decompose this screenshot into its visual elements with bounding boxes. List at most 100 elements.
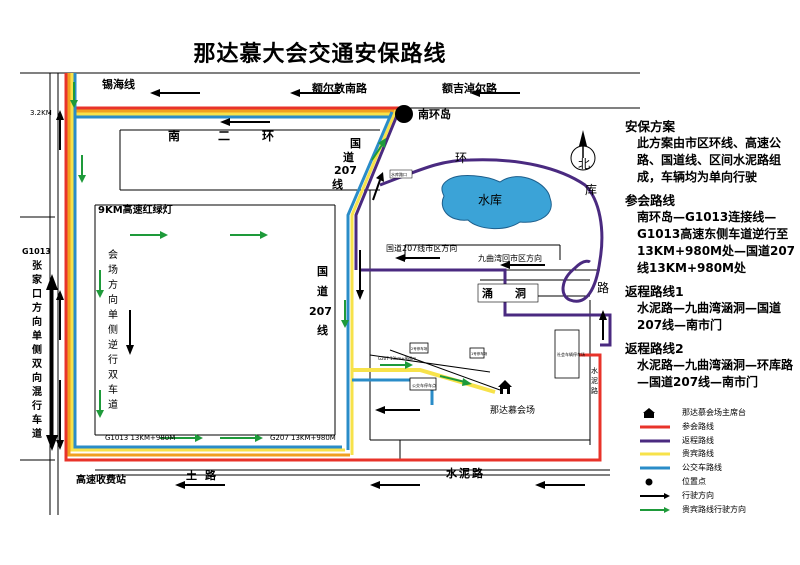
label-shuini-vertical: 水 泥 路 — [591, 366, 598, 395]
label-hongludeng: 9KM高速红绿灯 — [98, 203, 173, 216]
svg-text:单: 单 — [108, 309, 118, 321]
label-parking-1: 1号停车场 — [471, 351, 488, 356]
legend-item: 返程路线 — [640, 434, 800, 448]
purple-line-icon — [640, 439, 670, 443]
svg-text:口: 口 — [32, 289, 42, 300]
bus-route-blue — [73, 222, 342, 449]
label-gaosu-shoufei: 高速收费站 — [76, 473, 126, 486]
label-shuiku: 水库 — [478, 192, 502, 207]
vip-route-yellow-venue — [352, 368, 496, 394]
label-nan: 南 — [168, 128, 180, 143]
legend-item: 贵宾路线行驶方向 — [640, 503, 800, 517]
svg-text:线: 线 — [317, 323, 328, 337]
svg-text:家: 家 — [32, 273, 43, 286]
svg-text:侧: 侧 — [32, 343, 42, 356]
plan-heading-1: 安保方案 — [625, 119, 676, 134]
svg-text:混: 混 — [32, 385, 42, 398]
svg-text:双: 双 — [108, 369, 118, 381]
svg-text:泥: 泥 — [591, 377, 598, 385]
label-venue-vertical: 会 场 方 向 单 侧 逆 行 双 车 道 — [108, 248, 118, 411]
map-legend: 那达慕会场主席台 参会路线 返程路线 贵宾路线 公交车路线 位置点 行驶方向 贵… — [640, 406, 800, 516]
label-tu-lu: 土路 — [186, 468, 224, 482]
label-huan-ring: 环 — [455, 151, 467, 165]
plan-heading-2: 参会路线 — [625, 193, 676, 208]
map-labels: 锡海线 额尔敦南路 额吉淖尔路 南环岛 3.2KM 南 二 环 环 北 库 路 … — [22, 77, 609, 486]
label-ejizhuoer: 额吉淖尔路 — [442, 81, 498, 95]
svg-text:场: 场 — [108, 263, 118, 276]
label-venue: 那达慕会场 — [490, 404, 535, 416]
svg-text:侧: 侧 — [108, 323, 118, 336]
label-jiuquwan-fangxiang: 九曲湾回市区方向 — [478, 253, 542, 263]
plan-text-4: 水泥路—九曲湾涵洞—环库路—国道207线—南市门 — [637, 358, 794, 389]
yellow-line-icon — [640, 452, 670, 456]
route-bundle-207 — [346, 107, 402, 455]
svg-text:行: 行 — [108, 353, 118, 366]
svg-text:207: 207 — [334, 164, 357, 177]
svg-text:国: 国 — [350, 137, 361, 150]
blue-line-icon — [640, 466, 670, 470]
svg-text:行: 行 — [31, 399, 42, 412]
label-tongdong: 涌 洞 — [482, 286, 526, 300]
reservoir-entrance-box — [389, 169, 413, 179]
svg-text:张: 张 — [32, 259, 43, 272]
svg-text:车: 车 — [108, 383, 118, 396]
label-shuikukou: 水库路口 — [391, 171, 407, 177]
green-arrow-icon — [640, 506, 670, 513]
svg-text:方: 方 — [108, 278, 118, 291]
label-g207-km: G207 13KM+980M — [270, 434, 336, 442]
venue-home-icon — [498, 380, 512, 394]
road-outlines — [20, 72, 640, 515]
label-ku: 库 — [585, 182, 597, 197]
svg-text:国: 国 — [317, 265, 328, 278]
svg-text:单: 单 — [32, 329, 42, 342]
label-guodao207-top: 国 道 207 线 — [332, 137, 361, 191]
red-line-icon — [640, 425, 670, 429]
label-lu: 路 — [597, 280, 609, 295]
label-shuini-lu: 水泥路 — [446, 466, 485, 480]
parking-2-box — [409, 342, 429, 354]
return-route-purple — [379, 158, 604, 303]
bus-parking-box — [409, 377, 437, 391]
culvert-box — [477, 283, 539, 303]
plan-text-1: 此方案由市区环线、高速公路、国道线、区间水泥路组成，车辆均为单向行驶 — [637, 136, 782, 184]
black-arrows — [56, 89, 607, 489]
reservoir — [441, 175, 552, 229]
legend-item: 那达慕会场主席台 — [640, 406, 800, 420]
label-shiqu-fangxiang: 国道207线市区方向 — [386, 243, 457, 253]
green-arrows — [70, 82, 472, 442]
return-route-purple-2 — [360, 268, 612, 347]
plan-text-2: 南环岛—G1013连接线—G1013高速东侧车道逆行至13KM+980M处—国道… — [637, 210, 796, 275]
svg-text:207: 207 — [309, 305, 332, 318]
svg-text:道: 道 — [317, 284, 328, 298]
parking-1-box — [469, 347, 485, 359]
label-parking-2: 2号停车场 — [411, 346, 428, 351]
label-guodao207-mid: 国 道 207 线 — [309, 265, 332, 337]
svg-text:洞: 洞 — [515, 286, 526, 300]
plan-heading-3: 返程路线1 — [625, 284, 684, 299]
svg-text:向: 向 — [32, 371, 42, 384]
label-g1013-vertical: G1013 张 家 口 方 向 单 侧 双 向 混 行 车 道 — [22, 247, 51, 440]
svg-text:向: 向 — [108, 293, 118, 306]
orange-route — [67, 222, 350, 457]
svg-text:车: 车 — [32, 413, 42, 426]
legend-item: 贵宾路线 — [640, 447, 800, 461]
label-er: 二 — [218, 129, 230, 143]
svg-text:路: 路 — [591, 386, 598, 395]
legend-item: 参会路线 — [640, 420, 800, 434]
svg-text:会: 会 — [108, 248, 118, 261]
label-g1013-km: G1013 13KM+980M — [105, 434, 175, 442]
route-bundle-left — [64, 108, 77, 222]
north-compass — [570, 130, 596, 171]
label-xihai: 锡海线 — [102, 77, 135, 91]
svg-text:涌: 涌 — [482, 286, 493, 300]
label-huan: 环 — [262, 129, 274, 143]
label-bei: 北 — [578, 157, 590, 171]
svg-text:方: 方 — [32, 301, 42, 314]
label-km32: 3.2KM — [30, 109, 52, 117]
vip-route-yellow — [70, 222, 345, 452]
svg-text:逆: 逆 — [108, 338, 118, 351]
legend-item: 位置点 — [640, 475, 800, 489]
map-title: 那达慕大会交通安保路线 — [193, 42, 447, 67]
home-icon — [643, 408, 655, 418]
